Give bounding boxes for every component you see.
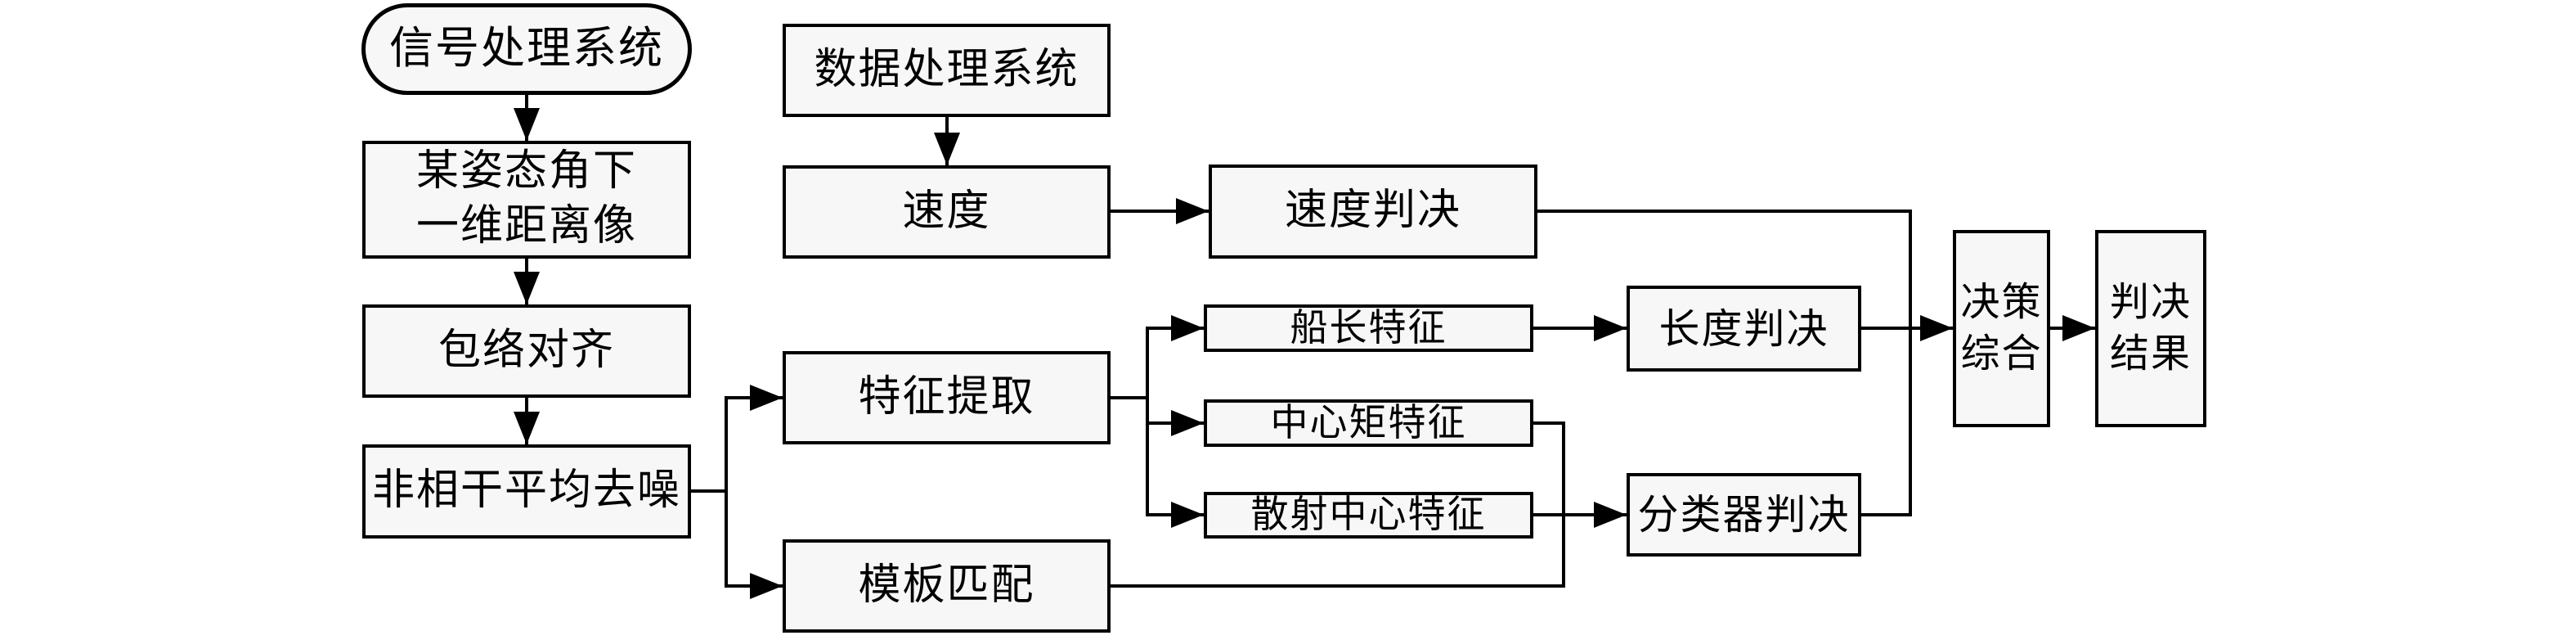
node-speed: 速度 — [783, 165, 1111, 259]
node-label: 中心矩特征 — [1270, 401, 1467, 444]
edge-centmom-merge — [1533, 421, 1565, 515]
node-envelope-alignment: 包络对齐 — [362, 304, 691, 398]
node-ship-length-feature: 船长特征 — [1204, 304, 1533, 352]
edge-classdec-to-bus — [1861, 328, 1912, 516]
node-label: 速度判决 — [1284, 187, 1461, 235]
node-label-line1: 某姿态角下 — [415, 148, 637, 196]
node-range-profile: 某姿态角下 一维距离像 — [362, 141, 691, 259]
node-label-line2: 综合 — [1960, 331, 2043, 376]
edge-denoise-to-featext — [725, 385, 783, 491]
edge-template-merge — [1111, 515, 1565, 588]
node-speed-decision: 速度判决 — [1209, 165, 1537, 259]
edge-featext-to-shiplen — [1146, 315, 1204, 398]
node-label: 数据处理系统 — [814, 46, 1079, 93]
node-label: 船长特征 — [1290, 306, 1447, 349]
node-decision-result: 判决 结果 — [2095, 230, 2206, 427]
node-decision-fusion: 决策 综合 — [1953, 230, 2050, 427]
node-central-moment-feature: 中心矩特征 — [1204, 399, 1533, 447]
node-label-line1: 决策 — [1960, 281, 2043, 325]
node-scattering-center-feature: 散射中心特征 — [1204, 492, 1533, 539]
node-label: 非相干平均去噪 — [371, 467, 681, 515]
node-label: 包络对齐 — [438, 327, 615, 374]
node-label-line1: 判决 — [2109, 281, 2192, 325]
node-label: 散射中心特征 — [1250, 494, 1487, 536]
edge-denoise-to-template — [725, 491, 783, 599]
node-label: 长度判决 — [1658, 305, 1829, 352]
node-label: 分类器判决 — [1637, 492, 1851, 538]
node-label: 速度 — [902, 187, 991, 235]
node-classifier-decision: 分类器判决 — [1627, 473, 1861, 557]
node-length-decision: 长度判决 — [1627, 286, 1861, 372]
node-signal-processing-system: 信号处理系统 — [361, 3, 692, 95]
node-label: 信号处理系统 — [389, 24, 664, 74]
node-label-line2: 一维距离像 — [415, 203, 637, 250]
node-feature-extraction: 特征提取 — [783, 351, 1111, 444]
edge-featext-to-scatter — [1146, 398, 1204, 528]
node-template-matching: 模板匹配 — [783, 539, 1111, 633]
node-data-processing-system: 数据处理系统 — [783, 24, 1111, 117]
node-label: 模板匹配 — [858, 561, 1035, 609]
edge-speeddec-to-bus — [1537, 210, 1912, 328]
node-label-line2: 结果 — [2109, 331, 2192, 376]
node-label: 特征提取 — [858, 373, 1035, 421]
node-noncoherent-average-denoise: 非相干平均去噪 — [362, 444, 691, 539]
